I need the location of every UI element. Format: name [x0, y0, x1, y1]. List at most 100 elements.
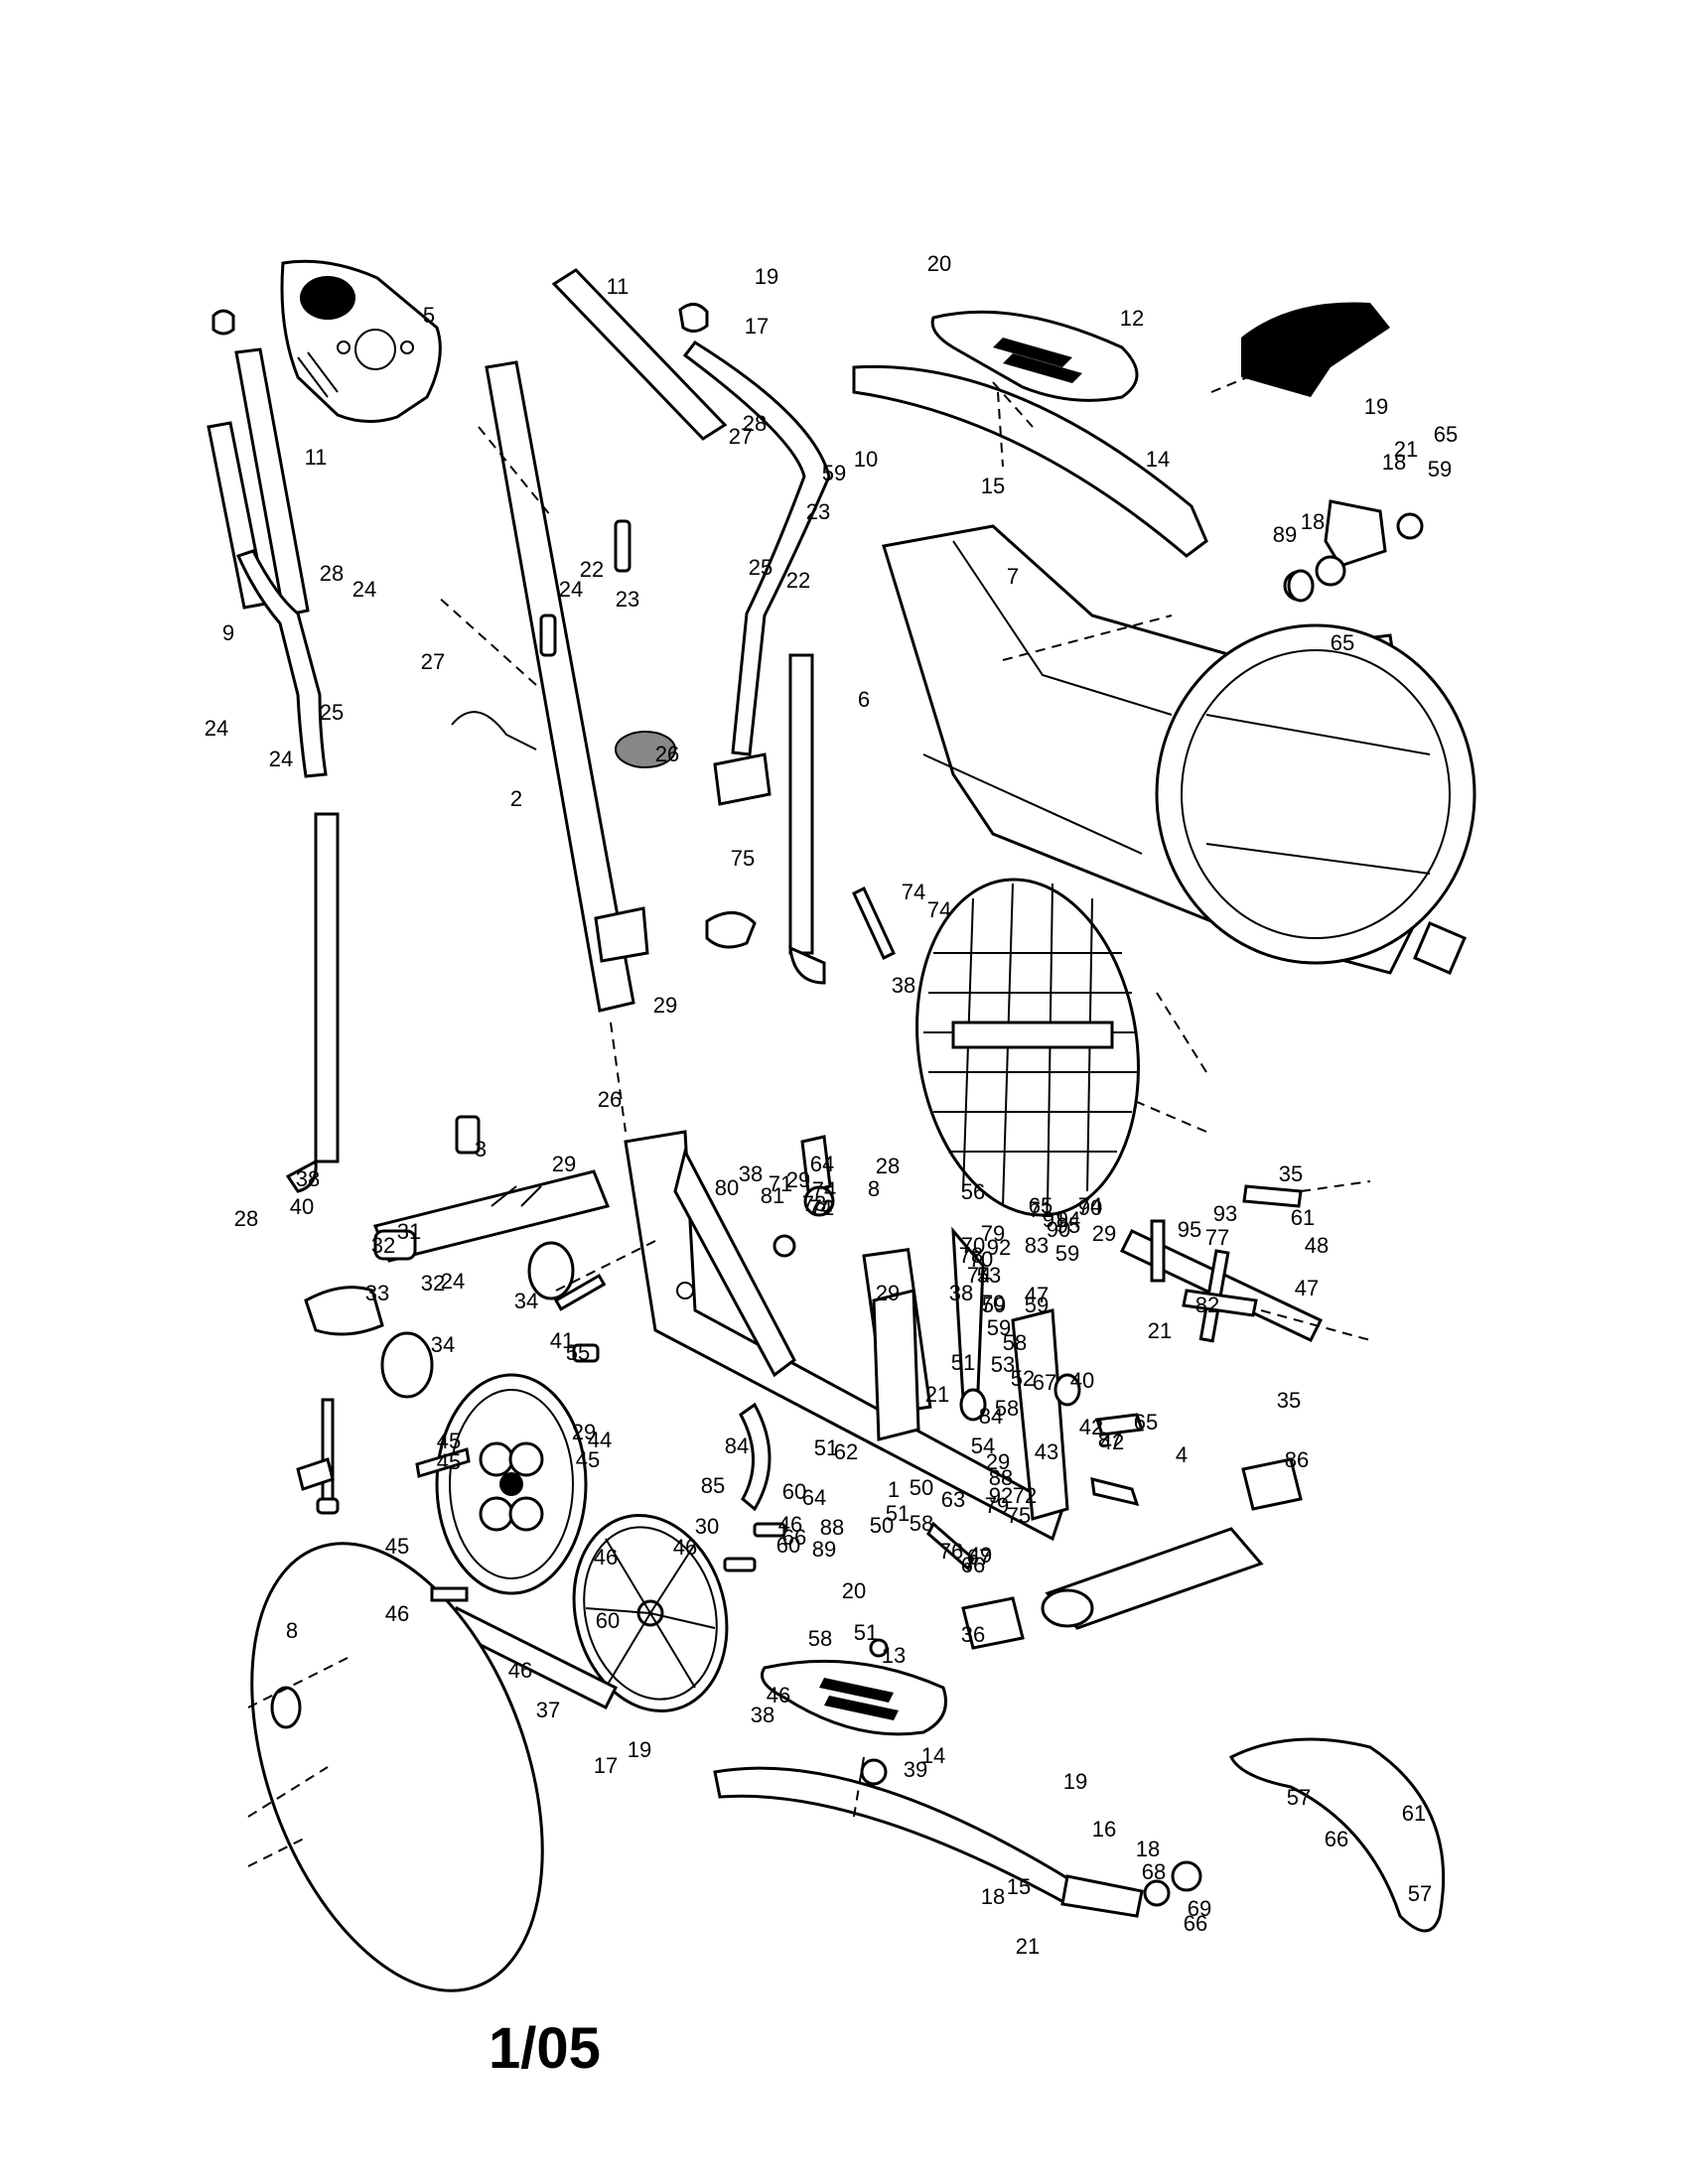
pedal-lower: [761, 1659, 947, 1736]
part-number-label: 1: [888, 1477, 900, 1502]
part-number-label: 3: [475, 1137, 487, 1161]
part-number-label: 80: [715, 1175, 739, 1200]
part-number-label: 75: [731, 846, 755, 871]
part-number-label: 46: [778, 1512, 802, 1537]
part-number-label: 61: [1402, 1801, 1426, 1826]
part-number-label: 66: [782, 1525, 806, 1550]
part-number-label: 25: [320, 700, 344, 725]
part-number-label: 74: [967, 1263, 991, 1288]
part-number-label: 85: [701, 1473, 725, 1498]
part-number-label: 50: [910, 1475, 933, 1500]
console: [280, 259, 442, 423]
part-number-label: 72: [1013, 1483, 1037, 1508]
part-number-label: 23: [616, 587, 639, 612]
part-callouts: 1234567889101111121314141515161717181818…: [0, 0, 1458, 1959]
part-number-label: 7: [1007, 564, 1019, 589]
part-number-label: 67: [967, 1545, 991, 1570]
part-number-label: 35: [1279, 1161, 1303, 1186]
part-number-label: 55: [566, 1340, 590, 1365]
part-number-label: 54: [971, 1433, 995, 1458]
part-number-label: 61: [1291, 1205, 1315, 1230]
part-number-label: 45: [437, 1449, 461, 1474]
part-number-label: 71: [1029, 1197, 1052, 1222]
crossbar-48: [1119, 1219, 1324, 1343]
small-hardware: [296, 519, 1315, 1786]
part-number-label: 70: [969, 1247, 993, 1272]
part-number-label: 60: [776, 1533, 800, 1558]
part-number-label: 15: [981, 474, 1005, 498]
flywheel-housing: [1155, 623, 1476, 975]
part-number-label: 22: [580, 557, 604, 582]
part-number-label: 40: [1070, 1368, 1094, 1393]
part-number-label: 51: [951, 1350, 975, 1375]
part-number-label: 74: [902, 880, 925, 904]
part-number-label: 6: [858, 687, 870, 712]
part-number-label: 78: [959, 1243, 983, 1268]
part-number-label: 59: [1025, 1293, 1049, 1317]
part-number-label: 22: [786, 568, 810, 593]
part-number-label: 17: [745, 314, 769, 339]
part-number-label: 86: [1285, 1447, 1309, 1472]
part-number-label: 65: [1134, 1410, 1158, 1434]
part-number-label: 37: [536, 1698, 560, 1722]
rollers-32: [380, 1241, 575, 1399]
lower-tube-left: [285, 812, 340, 1193]
part-number-label: 19: [755, 264, 778, 289]
part-number-label: 14: [921, 1743, 945, 1768]
part-number-label: 40: [290, 1194, 314, 1219]
part-number-label: 24: [352, 577, 376, 602]
part-number-label: 29: [653, 993, 677, 1018]
upright-tube: [478, 360, 635, 1013]
part-number-label: 74: [927, 897, 951, 922]
part-number-label: 38: [949, 1281, 973, 1305]
part-number-label: 12: [1120, 306, 1144, 331]
part-number-label: 39: [904, 1757, 927, 1782]
part-number-label: 38: [892, 973, 915, 998]
part-number-label: 31: [397, 1219, 421, 1244]
part-number-label: 45: [437, 1429, 461, 1453]
part-number-label: 84: [979, 1404, 1003, 1429]
upper-handlebar-right: [551, 268, 728, 441]
part-number-label: 63: [941, 1487, 965, 1512]
end-cap-left: [211, 309, 235, 336]
part-number-label: 45: [385, 1534, 409, 1559]
part-number-label: 48: [1305, 1233, 1329, 1258]
part-number-label: 38: [751, 1703, 774, 1727]
part-number-label: 33: [365, 1281, 389, 1305]
part-number-label: 79: [981, 1221, 1005, 1246]
part-number-label: 88: [989, 1465, 1013, 1490]
part-number-label: 14: [1146, 447, 1170, 472]
part-number-label: 11: [607, 274, 630, 299]
part-number-label: 9: [222, 620, 234, 645]
part-number-label: 53: [977, 1263, 1001, 1288]
part-number-label: 79: [985, 1493, 1009, 1518]
part-number-label: 38: [739, 1161, 763, 1186]
part-number-label: 29: [876, 1281, 900, 1305]
flywheel: [435, 1373, 588, 1595]
part-number-label: 50: [870, 1513, 894, 1538]
part-number-label: 87: [1098, 1428, 1122, 1452]
part-number-label: 83: [1025, 1233, 1049, 1258]
part-number-label: 96: [0, 0, 12, 5]
part-number-label: 59: [987, 1315, 1011, 1340]
part-number-label: 19: [628, 1737, 651, 1762]
part-number-label: 59: [1055, 1241, 1079, 1266]
part-number-label: 49: [968, 1543, 992, 1568]
part-number-label: 46: [673, 1535, 697, 1560]
part-number-label: 65: [1331, 630, 1354, 655]
handle-arm-right: [682, 341, 831, 756]
part-number-label: 5: [423, 303, 435, 328]
part-number-label: 10: [854, 447, 878, 472]
part-number-label: 89: [1273, 522, 1297, 547]
part-number-label: 20: [927, 251, 951, 276]
side-shield-grid: [915, 878, 1140, 1217]
part-number-label: 57: [1408, 1881, 1432, 1906]
part-number-label: 51: [886, 1501, 910, 1526]
part-number-label: 56: [961, 1179, 985, 1204]
part-number-label: 24: [441, 1269, 465, 1294]
part-number-label: 81: [761, 1183, 784, 1208]
part-number-label: 4: [1176, 1442, 1188, 1467]
part-number-label: 42: [1079, 1415, 1103, 1439]
part-number-label: 82: [1195, 1293, 1219, 1317]
part-number-label: 70: [961, 1233, 985, 1258]
